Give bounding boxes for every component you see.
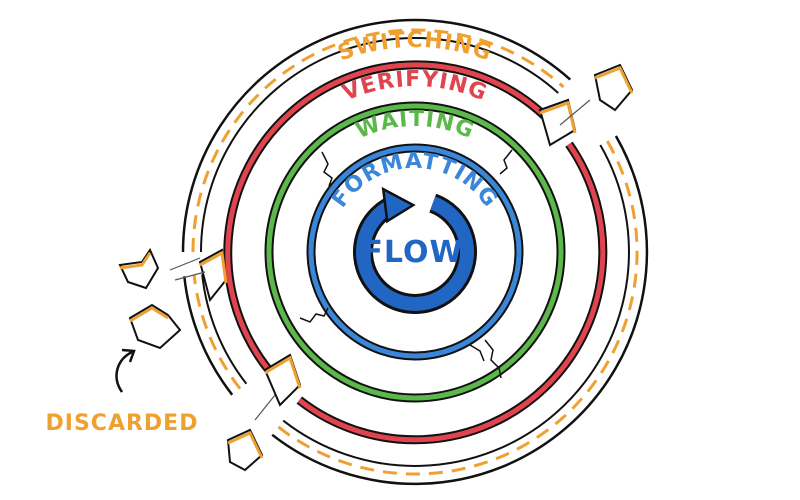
debris [118, 63, 634, 472]
ring-label-formatting: FORMATTING [327, 149, 502, 212]
motion-line [559, 99, 591, 126]
switching-ring-outer-edge [271, 135, 649, 486]
motion-line [174, 271, 206, 281]
rings [181, 18, 649, 486]
debris-shard-edge [119, 252, 152, 270]
crack-line [499, 149, 513, 175]
crack-line [484, 339, 502, 379]
crack-line [299, 307, 329, 323]
switching-ring-inner-edge [201, 274, 248, 385]
discarded-label: DISCARDED [46, 411, 199, 436]
motion-line [254, 394, 276, 421]
crack-line [469, 344, 485, 362]
switching-ring-inner-edge [282, 144, 630, 467]
center-label-flow: FLOW [362, 235, 463, 270]
debris-shard-edge [594, 66, 634, 94]
debris-shard [128, 303, 182, 350]
switching-ring-dashes [277, 140, 639, 476]
debris-shard-edge [199, 250, 228, 284]
crack-line [321, 151, 333, 187]
switching-ring-outer-edge [183, 276, 234, 396]
switching-ring-dashes [191, 28, 565, 253]
debris-shard-edge [227, 431, 264, 459]
motion-line [169, 257, 201, 271]
curved-arrow-icon [115, 348, 136, 393]
debris-shard-edge [264, 355, 302, 389]
debris-shard-edge [129, 306, 169, 323]
arrow-ring [356, 196, 474, 311]
switching-ring-inner-edge [200, 37, 559, 253]
arrow-head [381, 186, 416, 224]
switching-ring-dashes [192, 275, 242, 390]
verifying-ring [225, 62, 557, 375]
switching-ring-outer-edge [181, 18, 572, 253]
debris-shard [118, 247, 160, 290]
circular-arrow-icon [353, 186, 477, 314]
verifying-ring [297, 142, 606, 443]
waiting-ring [266, 103, 564, 401]
formatting-ring [308, 145, 522, 359]
debris-shard-edge [539, 101, 577, 134]
